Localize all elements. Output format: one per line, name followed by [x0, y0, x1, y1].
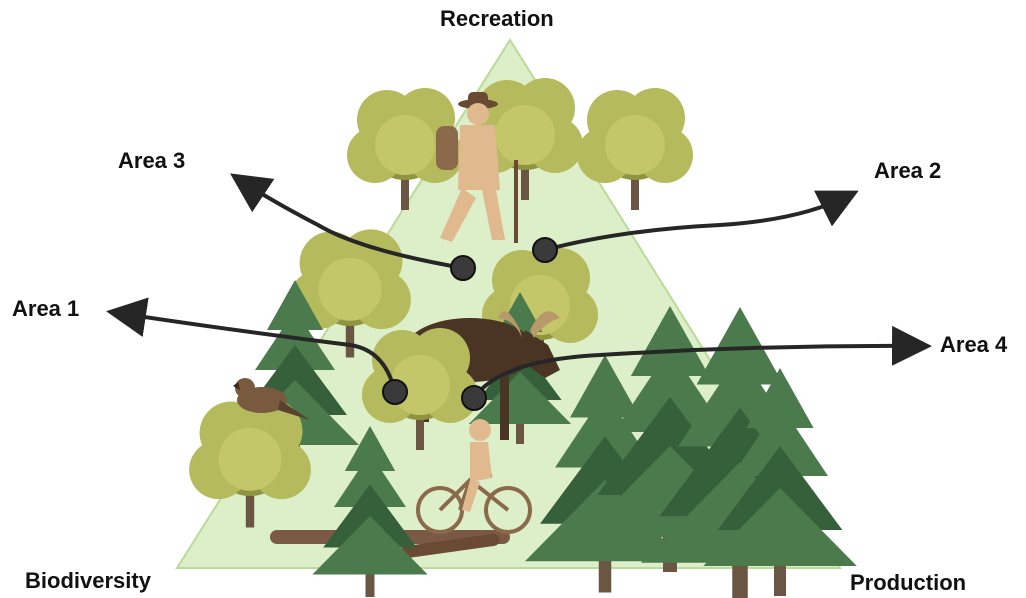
area-4-marker — [462, 386, 486, 410]
area-2-marker — [533, 238, 557, 262]
area-label-3: Area 3 — [118, 150, 185, 172]
vertex-label-top: Recreation — [440, 8, 554, 30]
area-1-marker — [383, 380, 407, 404]
area-label-4: Area 4 — [940, 334, 1007, 356]
area-label-1: Area 1 — [12, 298, 79, 320]
vertex-label-bottom-left: Biodiversity — [25, 570, 151, 592]
area-label-2: Area 2 — [874, 160, 941, 182]
area-3-marker — [451, 256, 475, 280]
vertex-label-bottom-right: Production — [850, 572, 966, 594]
